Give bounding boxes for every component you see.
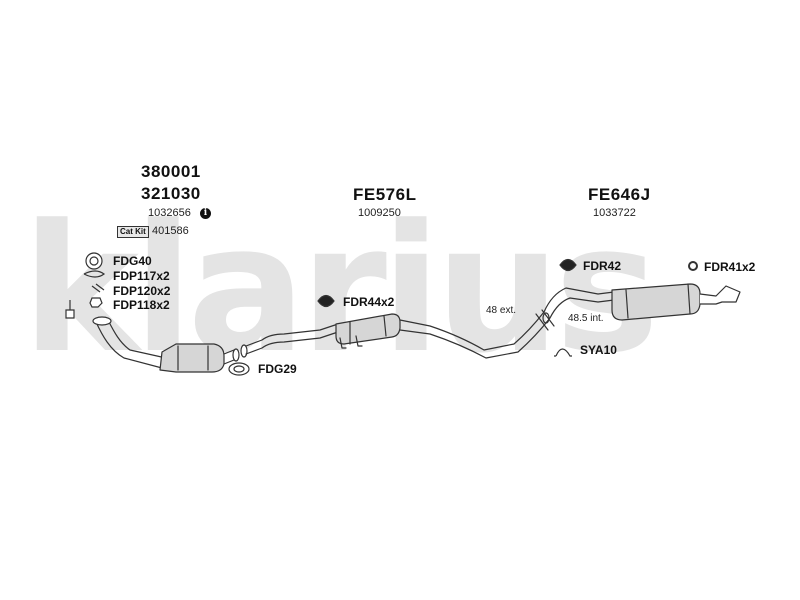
spring-icon (83, 270, 106, 278)
part-sya10: SYA10 (580, 343, 617, 357)
rubber-mount-icon (317, 294, 335, 308)
tailpipe (699, 285, 741, 305)
rear-code: FE646J (588, 185, 651, 204)
gasket-oval-icon (228, 362, 250, 376)
nut-icon (89, 297, 103, 308)
part-fdr42: FDR42 (583, 259, 622, 273)
front-code-2: 321030 (141, 184, 201, 203)
part-fdp117: FDP117x2 (113, 269, 170, 283)
rear-silencer (611, 283, 701, 321)
middle-code: FE576L (353, 185, 417, 204)
part-fdg40: FDG40 (113, 254, 152, 268)
rear-ref: 1033722 (593, 207, 636, 219)
catalytic-converter (159, 343, 225, 373)
centre-silencer-hanger (339, 335, 363, 349)
part-fdg29: FDG29 (258, 362, 297, 376)
part-fdp118: FDP118x2 (113, 298, 170, 312)
downpipe-flange (92, 316, 112, 326)
intermediate-pipe (245, 323, 339, 355)
cat-kit-label: Cat Kit (117, 226, 149, 238)
hanger-icon (554, 348, 572, 357)
front-ref: 1032656 (148, 207, 191, 219)
rubber-mount-fdr42-icon (559, 258, 577, 272)
rear-pipe (399, 287, 615, 359)
part-fdr44: FDR44x2 (343, 295, 395, 309)
downpipe (95, 319, 167, 369)
part-fdp120: FDP120x2 (113, 284, 171, 298)
clamp-mark-1 (535, 313, 549, 331)
centre-silencer (335, 313, 401, 345)
info-icon[interactable]: i (200, 208, 211, 219)
middle-ref: 1009250 (358, 207, 401, 219)
gasket-ring-icon (85, 252, 103, 270)
cat-kit-ref: 401586 (152, 225, 189, 237)
rubber-ring-icon (688, 261, 698, 271)
bolt-icon (91, 283, 105, 293)
front-code-1: 380001 (141, 162, 201, 181)
clamp-mark-2 (541, 309, 555, 327)
front-pipe-flange (240, 344, 248, 358)
dimension-int: 48.5 int. (568, 313, 604, 324)
dimension-ext: 48 ext. (486, 305, 517, 316)
part-fdr41: FDR41x2 (704, 260, 756, 274)
cat-outlet-pipe (223, 349, 235, 365)
lambda-sensor-icon (65, 300, 75, 319)
cat-outlet-flange (232, 348, 240, 362)
